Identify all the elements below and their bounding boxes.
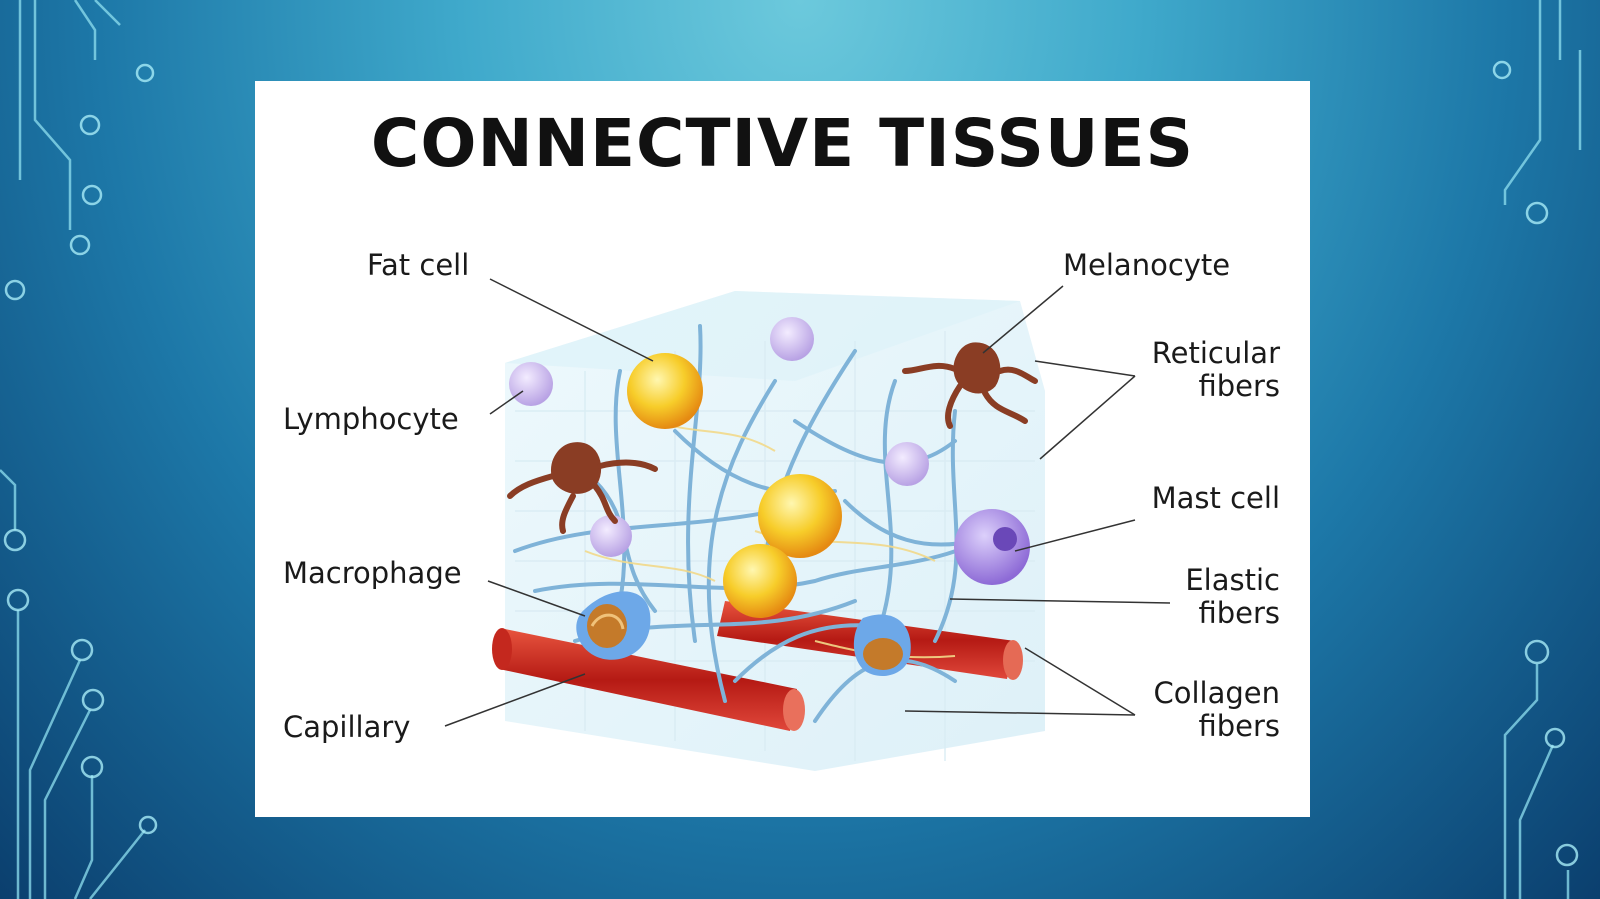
label-reticular-fibers-line1: Reticular xyxy=(1151,336,1280,370)
fat-cell xyxy=(627,353,703,429)
leader-line-lymphocyte xyxy=(489,390,524,415)
circuit-line xyxy=(0,469,17,530)
circuit-node xyxy=(1525,201,1549,225)
circuit-line xyxy=(28,659,82,899)
circuit-node xyxy=(70,638,94,662)
leader-line-capillary xyxy=(444,673,586,727)
label-lymphocyte: Lymphocyte xyxy=(283,402,459,436)
page-title: CONNECTIVE TISSUES xyxy=(370,105,1195,182)
label-reticular-fibers-line2: fibers xyxy=(1198,369,1280,403)
circuit-node xyxy=(80,755,104,779)
circuit-line xyxy=(94,0,121,26)
circuit-node xyxy=(1555,843,1579,867)
circuit-node xyxy=(1544,727,1566,749)
circuit-node xyxy=(3,528,27,552)
melanocyte xyxy=(902,342,1038,429)
circuit-line xyxy=(89,829,146,899)
circuit-line xyxy=(1503,0,1542,205)
melanocyte xyxy=(507,442,658,534)
leader-line-macrophage xyxy=(487,580,586,617)
lymphocyte xyxy=(590,515,632,557)
label-collagen-fibers-line1: Collagen xyxy=(1153,676,1280,710)
circuit-node xyxy=(6,588,30,612)
circuit-node xyxy=(135,63,155,83)
circuit-line xyxy=(73,775,94,899)
leader-lines xyxy=(444,278,1171,727)
circuit-line xyxy=(43,709,92,899)
label-capillary: Capillary xyxy=(283,710,411,744)
leader-line-collagen-2 xyxy=(904,710,1136,716)
circuit-node xyxy=(81,184,103,206)
diagram-panel: CONNECTIVE TISSUES xyxy=(255,81,1310,817)
label-fat-cell: Fat cell xyxy=(367,248,470,282)
circuit-node xyxy=(79,114,101,136)
leader-line-fat-cell xyxy=(489,278,654,362)
lymphocyte xyxy=(885,442,929,486)
lymphocyte xyxy=(509,362,553,406)
label-collagen-fibers: Collagen fibers xyxy=(1105,677,1280,743)
fat-cell xyxy=(723,544,797,618)
macrophage xyxy=(853,614,911,676)
label-mast-cell: Mast cell xyxy=(1151,481,1280,515)
label-elastic-fibers-line1: Elastic xyxy=(1185,563,1280,597)
leader-line-mast-cell xyxy=(1014,519,1136,552)
leader-line-reticular-2 xyxy=(1039,375,1136,460)
leader-line-elastic xyxy=(949,598,1171,604)
circuit-node xyxy=(69,234,91,256)
label-reticular-fibers: Reticular fibers xyxy=(1105,337,1280,403)
lymphocyte xyxy=(770,317,814,361)
circuit-node xyxy=(81,688,105,712)
circuit-node xyxy=(4,279,26,301)
mast-cell-granule xyxy=(993,527,1017,551)
circuit-line xyxy=(1518,744,1555,899)
mast-cell xyxy=(954,509,1030,585)
label-collagen-fibers-line2: fibers xyxy=(1198,709,1280,743)
circuit-node xyxy=(1524,639,1550,665)
leader-line-melanocyte xyxy=(982,285,1064,354)
label-elastic-fibers: Elastic fibers xyxy=(1105,564,1280,630)
circuit-node xyxy=(138,815,158,835)
circuit-line xyxy=(1503,664,1539,899)
macrophage xyxy=(576,591,651,660)
circuit-line xyxy=(33,0,72,230)
fat-cell xyxy=(758,474,842,558)
label-elastic-fibers-line2: fibers xyxy=(1198,596,1280,630)
circuit-node xyxy=(1492,60,1512,80)
tissue-illustration xyxy=(444,278,1171,771)
leader-line-reticular-1 xyxy=(1034,360,1136,377)
label-macrophage: Macrophage xyxy=(283,556,462,590)
circuit-line xyxy=(73,0,97,60)
leader-line-collagen-1 xyxy=(1024,647,1136,716)
label-melanocyte: Melanocyte xyxy=(1063,248,1231,282)
